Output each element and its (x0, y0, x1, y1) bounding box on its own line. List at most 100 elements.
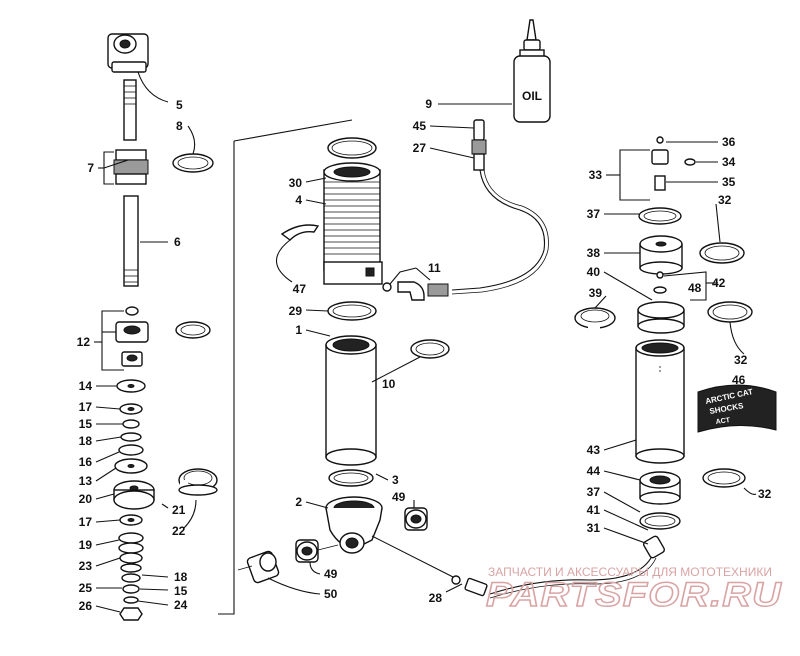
watermark-caption: ЗАПЧАСТИ И АКСЕССУАРЫ ДЛЯ МОТОТЕХНИКИ (488, 565, 772, 579)
center-body-assembly (237, 137, 450, 584)
right-reservoir-assembly: ARCTIC CAT SHOCKS ACT (574, 136, 777, 530)
part-lower-body (325, 496, 383, 554)
decal-line3: ACT (715, 417, 731, 426)
label-48: 48 (688, 281, 702, 295)
label-8: 8 (176, 119, 183, 133)
label-17a: 17 (79, 400, 93, 414)
part-piston-band (178, 468, 218, 496)
watermark-brand: PARTSFOR.RU (486, 576, 783, 614)
label-44: 44 (587, 464, 601, 478)
label-32a: 32 (718, 193, 732, 207)
label-15a: 15 (79, 417, 93, 431)
part-shaft-thread-top (123, 79, 137, 141)
part-clip-ring-30 (327, 137, 377, 159)
label-35: 35 (722, 175, 736, 189)
label-28: 28 (429, 591, 443, 605)
part-fitting-45 (473, 119, 485, 141)
label-9: 9 (425, 97, 432, 111)
part-valve-core-35 (654, 175, 666, 191)
label-49b: 49 (324, 567, 338, 581)
label-13: 13 (79, 474, 93, 488)
part-clip-39 (574, 307, 616, 331)
label-14: 14 (79, 379, 93, 393)
label-16: 16 (79, 455, 93, 469)
part-elbow-fitting-11 (382, 281, 449, 301)
part-lower-valve-stack (118, 514, 144, 621)
label-39: 39 (589, 286, 603, 300)
part-screw-48 (656, 271, 664, 279)
part-reservoir-cap-38 (639, 235, 683, 275)
left-shaft-assembly (107, 33, 353, 621)
part-valve-cap-36 (656, 136, 664, 144)
label-32b: 32 (734, 353, 748, 367)
label-41: 41 (587, 503, 601, 517)
oil-bottle-label: OIL (522, 89, 542, 103)
label-50: 50 (324, 587, 338, 601)
label-5: 5 (176, 98, 183, 112)
label-33: 33 (589, 168, 603, 182)
label-22: 22 (172, 524, 186, 538)
label-40: 40 (587, 265, 601, 279)
label-25: 25 (79, 581, 93, 595)
part-washer-stack (114, 379, 148, 474)
label-23: 23 (79, 559, 93, 573)
label-29: 29 (289, 304, 303, 318)
hose-assembly (371, 119, 666, 599)
bracket-lower-stack (218, 141, 235, 615)
label-4: 4 (295, 193, 302, 207)
label-19: 19 (79, 538, 93, 552)
part-fitting-27 (473, 153, 485, 171)
label-37a: 37 (587, 207, 601, 221)
leader-lines (94, 71, 757, 613)
label-46: 46 (732, 373, 746, 387)
part-washer-34 (684, 158, 696, 166)
part-nut-assembly (113, 149, 149, 185)
label-1: 1 (295, 323, 302, 337)
label-2: 2 (295, 495, 302, 509)
label-11: 11 (428, 261, 441, 275)
part-bushing-49-right (404, 507, 428, 531)
label-10: 10 (382, 377, 396, 391)
label-27: 27 (413, 141, 427, 155)
part-bushing-49-left (295, 539, 319, 563)
label-18b: 18 (174, 570, 188, 584)
part-ring-3 (328, 469, 374, 487)
label-31: 31 (587, 521, 601, 535)
label-26: 26 (79, 599, 93, 613)
label-15b: 15 (174, 584, 188, 598)
part-fitting-28 (451, 575, 488, 597)
label-6: 6 (174, 235, 181, 249)
label-12: 12 (77, 335, 91, 349)
part-elbow-fitting-31 (642, 535, 666, 559)
label-49a: 49 (392, 490, 406, 504)
label-18a: 18 (79, 434, 93, 448)
part-spanner-tool (280, 224, 320, 241)
part-sleeve-50 (246, 550, 280, 584)
part-o-ring-12 (175, 321, 211, 339)
label-34: 34 (722, 155, 736, 169)
label-3: 3 (392, 473, 399, 487)
part-reservoir-tube (325, 335, 377, 466)
part-seal-head (115, 306, 149, 367)
part-decal-46: ARCTIC CAT SHOCKS ACT (697, 384, 777, 433)
part-piston (113, 480, 155, 510)
label-45: 45 (413, 119, 427, 133)
part-end-cap-44 (639, 471, 681, 505)
watermark: ЗАПЧАСТИ И АКСЕССУАРЫ ДЛЯ МОТОТЕХНИКИ PA… (485, 565, 783, 615)
part-threaded-body (323, 162, 383, 285)
label-21: 21 (172, 503, 186, 517)
label-30: 30 (289, 176, 303, 190)
oil-bottle: OIL (513, 19, 551, 123)
part-floating-piston-40 (637, 301, 685, 334)
label-36: 36 (722, 135, 736, 149)
label-43: 43 (587, 443, 601, 457)
label-7: 7 (87, 161, 94, 175)
label-37b: 37 (587, 485, 601, 499)
label-42: 42 (712, 276, 726, 290)
label-20: 20 (79, 492, 93, 506)
part-number-labels: 5 8 7 6 12 14 17 15 18 16 13 20 21 22 17… (77, 97, 772, 613)
label-17b: 17 (79, 515, 93, 529)
part-ring-37-bottom (639, 512, 681, 530)
label-32c: 32 (758, 487, 772, 501)
